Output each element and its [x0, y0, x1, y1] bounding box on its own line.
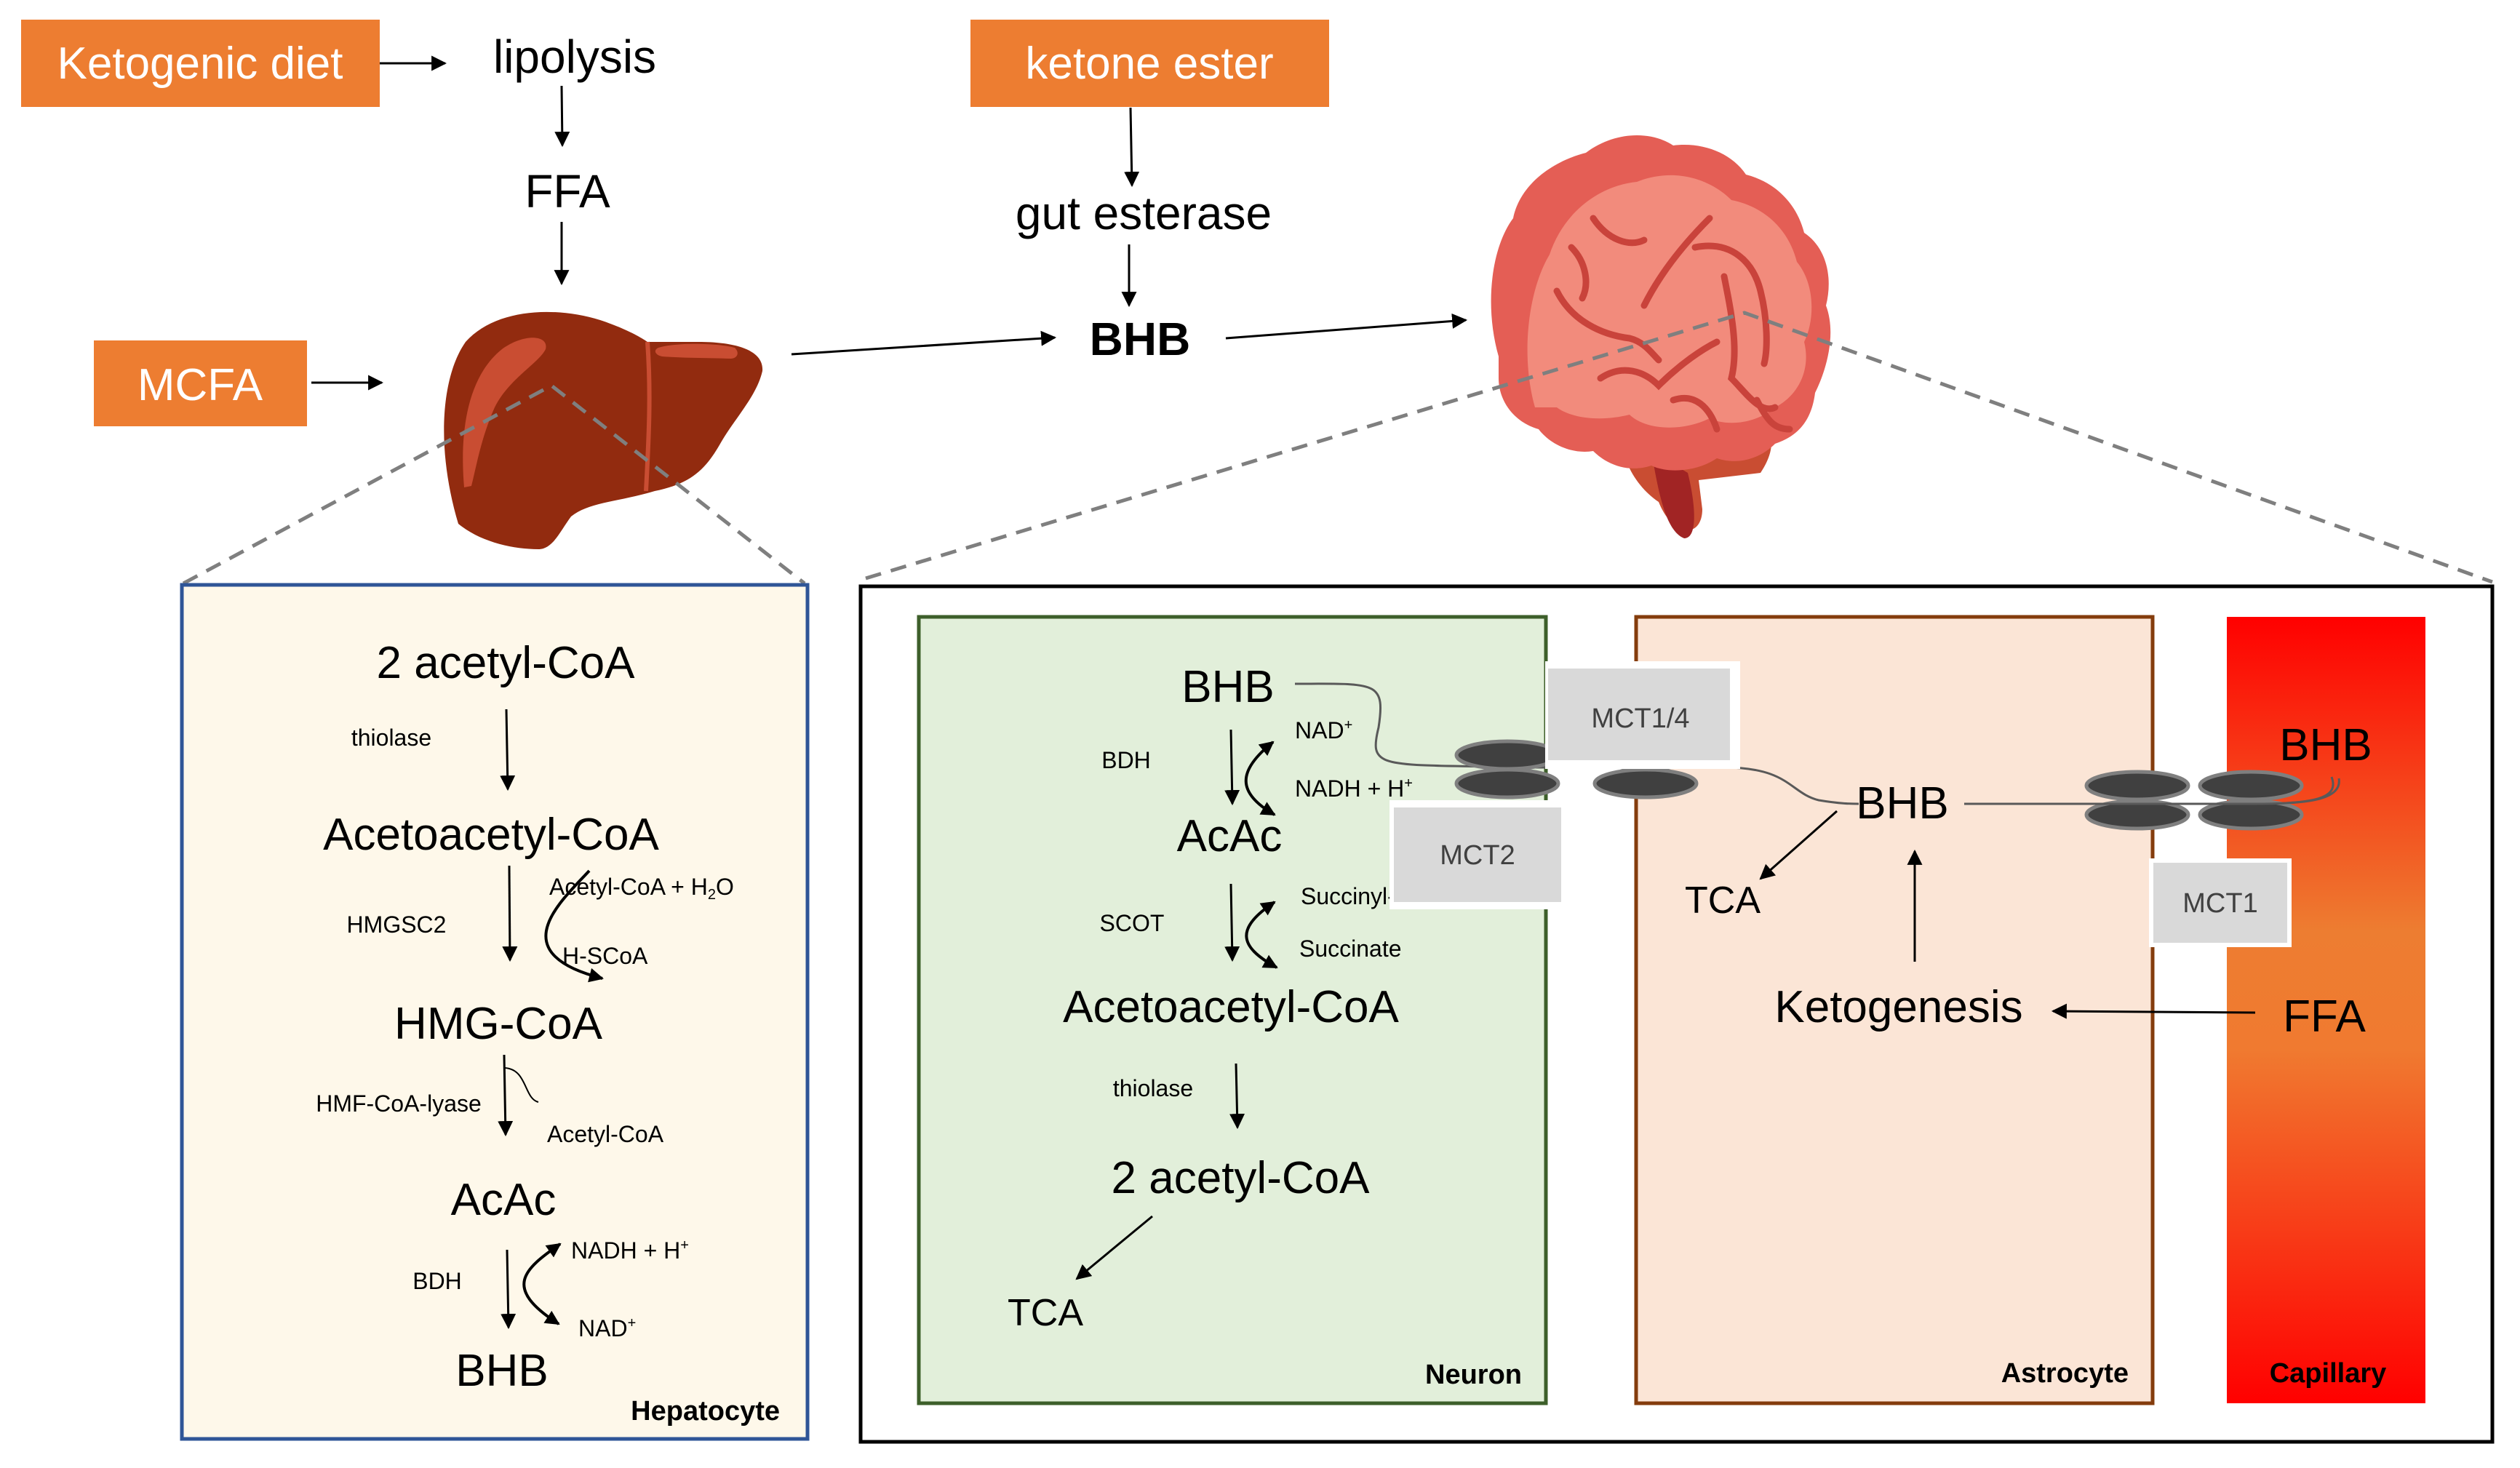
mct1-label: MCT1 — [2182, 888, 2257, 919]
neuron-2-acetyl-coa: 2 acetyl-CoA — [1112, 1153, 1371, 1203]
hep-nad: NAD+ — [578, 1315, 636, 1341]
hep-thiolase: thiolase — [351, 725, 431, 751]
lipolysis-label: lipolysis — [493, 31, 656, 83]
capillary-ffa: FFA — [2283, 992, 2366, 1042]
arrow-bhb-to-brain — [1225, 313, 1468, 340]
mcfa-label: MCFA — [137, 360, 263, 410]
mct1-transporter-astro — [2084, 770, 2190, 831]
hep-arrow-4 — [501, 1249, 517, 1330]
hep-hmg-lyase: HMF-CoA-lyase — [316, 1090, 482, 1117]
hep-acetoacetyl-coa: Acetoacetyl-CoA — [323, 810, 659, 860]
capillary-bhb: BHB — [2279, 720, 2372, 770]
hep-acac: AcAc — [451, 1175, 557, 1225]
hep-bdh: BDH — [412, 1268, 462, 1294]
brain-zoom-lines — [865, 311, 2493, 584]
hep-2-acetyl-coa: 2 acetyl-CoA — [377, 638, 636, 688]
neuron-arrow-to-tca — [1075, 1215, 1153, 1280]
neuron-bdh-side-arrow — [1244, 741, 1276, 816]
astrocyte-tca: TCA — [1685, 879, 1761, 922]
arrow-ffa-to-ketogenesis — [2051, 1003, 2256, 1019]
mct2-label: MCT2 — [1440, 840, 1515, 871]
hep-bdh-side-arrow — [522, 1242, 562, 1325]
capillary-label: Capillary — [2270, 1358, 2387, 1389]
astrocyte-bhb: BHB — [1856, 778, 1948, 829]
hepatocyte-label: Hepatocyte — [631, 1396, 780, 1427]
neuron-panel: BHB BDH NAD+ NADH + H+ AcAc SCOT Succiny… — [917, 615, 1548, 1405]
neuron-arrow-3 — [1229, 1063, 1245, 1130]
mct1-transporter-capillary — [2198, 770, 2304, 831]
hep-lyase-side-line — [504, 1067, 539, 1103]
hep-arrow-1 — [500, 709, 516, 791]
ketogenic-diet-label: Ketogenic diet — [57, 39, 343, 89]
neuron-label: Neuron — [1425, 1360, 1522, 1390]
hep-hmgsc2: HMGSC2 — [347, 911, 447, 938]
hep-arrow-2 — [502, 865, 518, 962]
hep-arrow-3 — [498, 1054, 514, 1137]
neuron-scot-side-arrow — [1245, 901, 1278, 969]
mcfa-box: MCFA — [94, 340, 307, 426]
neuron-acac: AcAc — [1177, 811, 1283, 861]
bhb-path-neuron-astrocyte — [1294, 682, 1859, 805]
arrow-liver-to-bhb — [791, 330, 1057, 356]
hep-acetyl-coa: Acetyl-CoA — [547, 1121, 664, 1147]
mct2-label-box: MCT2 — [1389, 800, 1564, 909]
neuron-arrow-1 — [1224, 729, 1240, 806]
hep-hmgsc2-side-arrow — [544, 869, 604, 983]
liver-zoom-lines — [182, 383, 806, 586]
hep-h-scoa: H-SCoA — [562, 943, 648, 969]
mct2-transporter — [1454, 739, 1560, 799]
hep-bhb: BHB — [455, 1346, 548, 1396]
mct1-label-box: MCT1 — [2149, 858, 2292, 947]
neuron-bhb: BHB — [1181, 662, 1274, 712]
capillary-panel: BHB FFA Capillary — [2227, 617, 2425, 1403]
liver-icon — [444, 311, 763, 549]
bhb-path-capillary-overlay — [1964, 776, 2334, 805]
astro-arrow-to-tca — [1759, 810, 1838, 880]
hep-acetyl-coa-h2o: Acetyl-CoA + H2O — [549, 874, 734, 903]
ketone-ester-box: ketone ester — [970, 20, 1329, 107]
gut-esterase-label: gut esterase — [1016, 187, 1272, 239]
neuron-scot: SCOT — [1100, 910, 1165, 936]
neuron-nad: NAD+ — [1295, 717, 1352, 743]
hepatocyte-panel: 2 acetyl-CoA thiolase Acetoacetyl-CoA HM… — [180, 583, 810, 1441]
hep-nadh: NADH + H+ — [571, 1237, 689, 1264]
neuron-acetoacetyl-coa: Acetoacetyl-CoA — [1063, 982, 1399, 1032]
bhb-blood-label: BHB — [1090, 313, 1191, 365]
astrocyte-label: Astrocyte — [2001, 1358, 2129, 1389]
mct14-label-box: MCT1/4 — [1545, 661, 1740, 769]
neuron-nadh: NADH + H+ — [1295, 775, 1413, 802]
ffa-label: FFA — [525, 165, 610, 218]
ketogenic-diet-box: Ketogenic diet — [21, 20, 380, 107]
neuron-tca: TCA — [1008, 1292, 1083, 1334]
mct14-label: MCT1/4 — [1591, 703, 1689, 734]
brain-icon — [1491, 135, 1831, 538]
arrow-ester-to-esterase — [1124, 107, 1140, 188]
astrocyte-ketogenesis: Ketogenesis — [1774, 982, 2022, 1032]
ketone-ester-label: ketone ester — [1025, 39, 1273, 89]
neuron-arrow-2 — [1224, 883, 1240, 962]
neuron-thiolase: thiolase — [1113, 1075, 1193, 1101]
hep-hmg-coa: HMG-CoA — [394, 999, 603, 1049]
neuron-bdh: BDH — [1101, 747, 1151, 773]
neuron-succinate: Succinate — [1299, 936, 1402, 962]
